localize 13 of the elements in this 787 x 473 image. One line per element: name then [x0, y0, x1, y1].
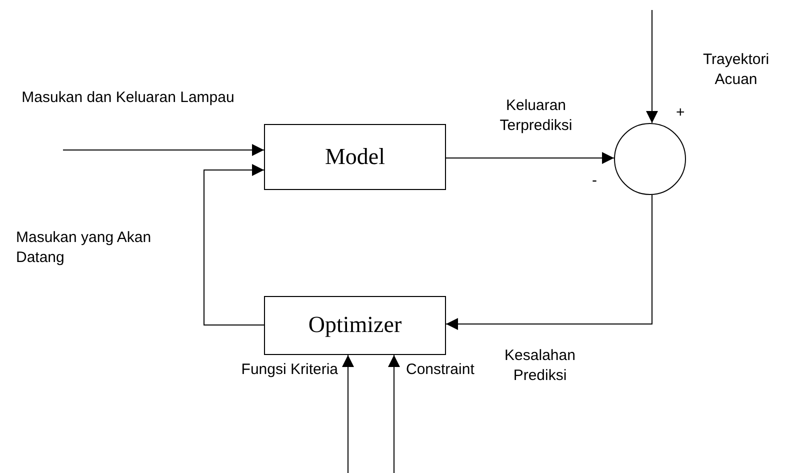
process-box: [264, 124, 446, 190]
process-box: [264, 296, 446, 355]
arrow: [446, 152, 615, 164]
arrow: [342, 354, 354, 473]
sign-label: +: [676, 104, 685, 122]
box-title: Optimizer: [308, 311, 402, 340]
arrow: [646, 10, 658, 124]
arrow: [62, 144, 264, 156]
box-title: Model: [324, 142, 386, 171]
arrow: [204, 164, 264, 326]
sign-label: -: [592, 172, 597, 190]
arrow: [388, 354, 400, 473]
arrow: [446, 194, 652, 330]
